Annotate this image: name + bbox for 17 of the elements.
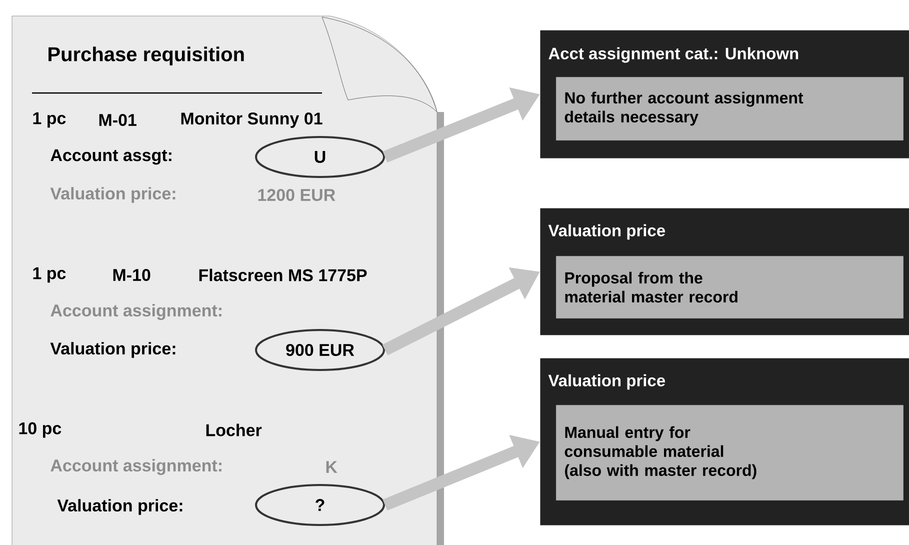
field-text: Valuation price: [57, 499, 182, 515]
field-text: 1 pc [33, 267, 66, 283]
field-text: 10 pc [19, 422, 62, 438]
field-text: Account assignment: [50, 304, 222, 320]
field-text: M-10 [113, 268, 150, 282]
field-text: Valuation price: [50, 187, 176, 203]
field-text: M-01 [99, 114, 136, 126]
field-text: Monitor Sunny 01 [181, 112, 322, 128]
field-text: Account assignment: [50, 459, 222, 475]
info-box: Proposal from the material master record [556, 256, 904, 318]
field-text: Account assgt: [50, 149, 172, 165]
field-text: Flatscreen MS 1775P [199, 268, 367, 282]
field-text: Valuation price: [50, 342, 176, 358]
info-box: Manual entry for consumable material (also with master record) [556, 405, 904, 500]
info-box: No further account assignment details necessary [556, 77, 904, 140]
field-text: Locher [206, 424, 262, 436]
field-text: 1 pc [33, 112, 66, 128]
